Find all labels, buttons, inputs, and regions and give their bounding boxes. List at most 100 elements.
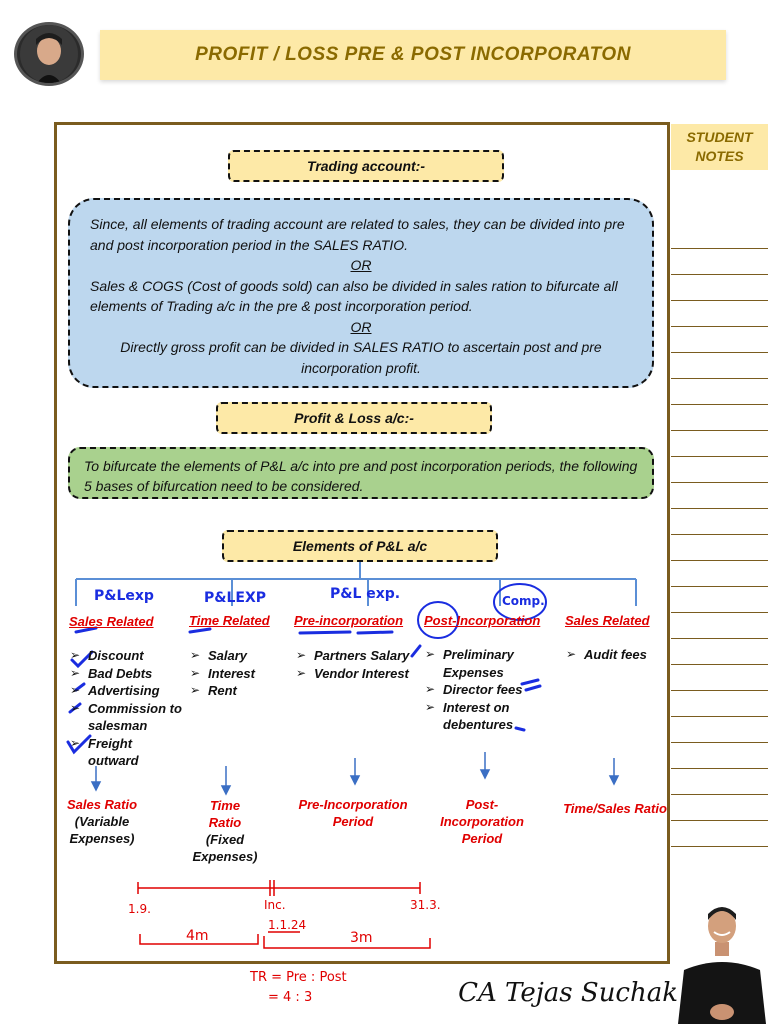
category-pre-incorporation: Pre-incorporation — [294, 613, 404, 628]
list-item: Salary — [190, 647, 280, 665]
category-post-incorporation: Post-Incorporation — [424, 613, 541, 628]
category-time-related: Time Related — [189, 613, 270, 628]
list-item: salesman — [88, 718, 148, 733]
notes-ruled-line — [671, 300, 768, 301]
notes-ruled-line — [671, 768, 768, 769]
list-time-items: Salary Interest Rent — [190, 647, 280, 700]
basis-time-sales-ratio: Time/Sales Ratio — [558, 800, 672, 817]
notes-ruled-line — [671, 690, 768, 691]
basis-pre-period-label2: Period — [332, 814, 374, 829]
notes-ruled-line — [671, 794, 768, 795]
elements-heading: Elements of P&L a/c — [222, 530, 498, 562]
category-sales-related: Sales Related — [69, 614, 154, 629]
student-notes-line1: STUDENT — [686, 129, 753, 145]
list-item: Freight — [70, 735, 192, 753]
notes-ruled-line — [671, 560, 768, 561]
list-item: Director fees — [425, 681, 545, 699]
basis-pre-period: Pre-Incorporation Period — [286, 796, 420, 830]
hand-ratio: = 4 : 3 — [268, 990, 313, 1005]
list-item: Commission to — [70, 700, 192, 718]
hand-inc-date: 1.1.24 — [268, 918, 307, 932]
trading-heading-text: Trading account:- — [307, 158, 425, 174]
list-sales-items: Discount Bad Debts Advertising Commissio… — [70, 647, 192, 770]
hand-plexp-1: P&Lexp — [94, 588, 154, 604]
list-item: Expenses — [443, 664, 504, 680]
notes-ruled-line — [671, 248, 768, 249]
list-item: Preliminary — [425, 646, 545, 664]
notes-ruled-line — [671, 326, 768, 327]
page-title: PROFIT / LOSS PRE & POST INCORPORATON — [195, 44, 631, 65]
basis-post-period: Post- Incorporation Period — [426, 796, 538, 847]
list-item: Discount — [70, 647, 192, 665]
list-item: Interest — [190, 665, 280, 683]
hand-plexp-2: P&LEXP — [204, 590, 267, 606]
presenter-avatar — [14, 22, 84, 86]
basis-post-period-label2: Incorporation — [440, 814, 524, 829]
basis-sales-ratio-note2: Expenses) — [69, 831, 135, 846]
list-item: Audit fees — [566, 646, 666, 664]
pl-heading-text: Profit & Loss a/c:- — [294, 410, 414, 426]
basis-time-ratio-note2: Expenses) — [192, 849, 258, 864]
basis-pre-period-label1: Pre-Incorporation — [298, 797, 408, 812]
list-item: Partners Salary — [296, 647, 426, 665]
hand-4m: 4m — [186, 928, 209, 944]
notes-ruled-line — [671, 586, 768, 587]
basis-time-ratio: Time Ratio (Fixed Expenses) — [180, 797, 270, 865]
trading-para3: Directly gross profit can be divided in … — [120, 339, 602, 376]
list-sales2-items: Audit fees — [566, 646, 666, 664]
trading-para2: Sales & COGS (Cost of goods sold) can al… — [90, 277, 618, 315]
basis-sales-ratio: Sales Ratio (Variable Expenses) — [52, 796, 152, 847]
presenter-photo — [678, 900, 766, 1024]
hand-start-date: 1.9. — [128, 902, 151, 916]
student-notes-line2: NOTES — [695, 148, 744, 164]
notes-ruled-line — [671, 482, 768, 483]
title-banner: PROFIT / LOSS PRE & POST INCORPORATON — [100, 30, 726, 80]
list-post-items: Preliminary Expenses Director fees Inter… — [425, 646, 545, 734]
trading-or2: OR — [350, 318, 372, 335]
pl-explanation-text: To bifurcate the elements of P&L a/c int… — [84, 458, 638, 494]
basis-sales-ratio-note1: (Variable — [74, 814, 130, 829]
hand-3m: 3m — [350, 930, 373, 946]
notes-ruled-line — [671, 274, 768, 275]
basis-time-sales-ratio-label: Time/Sales Ratio — [563, 801, 667, 816]
notes-ruled-line — [671, 638, 768, 639]
signature: CA Tejas Suchak — [458, 978, 678, 1008]
category-sales-related-2: Sales Related — [565, 613, 650, 628]
basis-sales-ratio-label: Sales Ratio — [66, 797, 138, 812]
list-item: Bad Debts — [70, 665, 192, 683]
hand-plexp-3: P&L exp. — [330, 586, 401, 602]
list-item: Rent — [190, 682, 280, 700]
hand-comp: Comp. — [502, 594, 545, 608]
basis-post-period-label3: Period — [461, 831, 503, 846]
notes-ruled-line — [671, 846, 768, 847]
list-pre-items: Partners Salary Vendor Interest — [296, 647, 426, 682]
basis-time-ratio-label2: Ratio — [208, 815, 242, 830]
notes-ruled-line — [671, 742, 768, 743]
list-item: Interest on — [425, 699, 545, 717]
notes-ruled-line — [671, 664, 768, 665]
notes-ruled-line — [671, 378, 768, 379]
notes-ruled-line — [671, 612, 768, 613]
notes-ruled-line — [671, 430, 768, 431]
hand-inc: Inc. — [264, 898, 286, 912]
notes-ruled-line — [671, 508, 768, 509]
trading-heading: Trading account:- — [228, 150, 504, 182]
hand-end-date: 31.3. — [410, 898, 441, 912]
elements-heading-text: Elements of P&L a/c — [292, 538, 428, 554]
trading-or1: OR — [350, 257, 372, 273]
hand-time-ratio: TR = Pre : Post — [250, 970, 347, 985]
notes-ruled-line — [671, 456, 768, 457]
notes-ruled-line — [671, 534, 768, 535]
trading-para1: Since, all elements of trading account a… — [90, 216, 625, 253]
list-item: debentures — [443, 717, 514, 732]
list-item: Advertising — [70, 682, 192, 700]
notes-ruled-line — [671, 404, 768, 405]
notes-ruled-line — [671, 352, 768, 353]
basis-time-ratio-label1: Time — [209, 798, 241, 813]
pl-heading: Profit & Loss a/c:- — [216, 402, 492, 434]
list-item: outward — [88, 753, 139, 768]
trading-explanation-box: Since, all elements of trading account a… — [68, 198, 654, 388]
pl-explanation-box: To bifurcate the elements of P&L a/c int… — [68, 447, 654, 499]
basis-post-period-label1: Post- — [465, 797, 499, 812]
